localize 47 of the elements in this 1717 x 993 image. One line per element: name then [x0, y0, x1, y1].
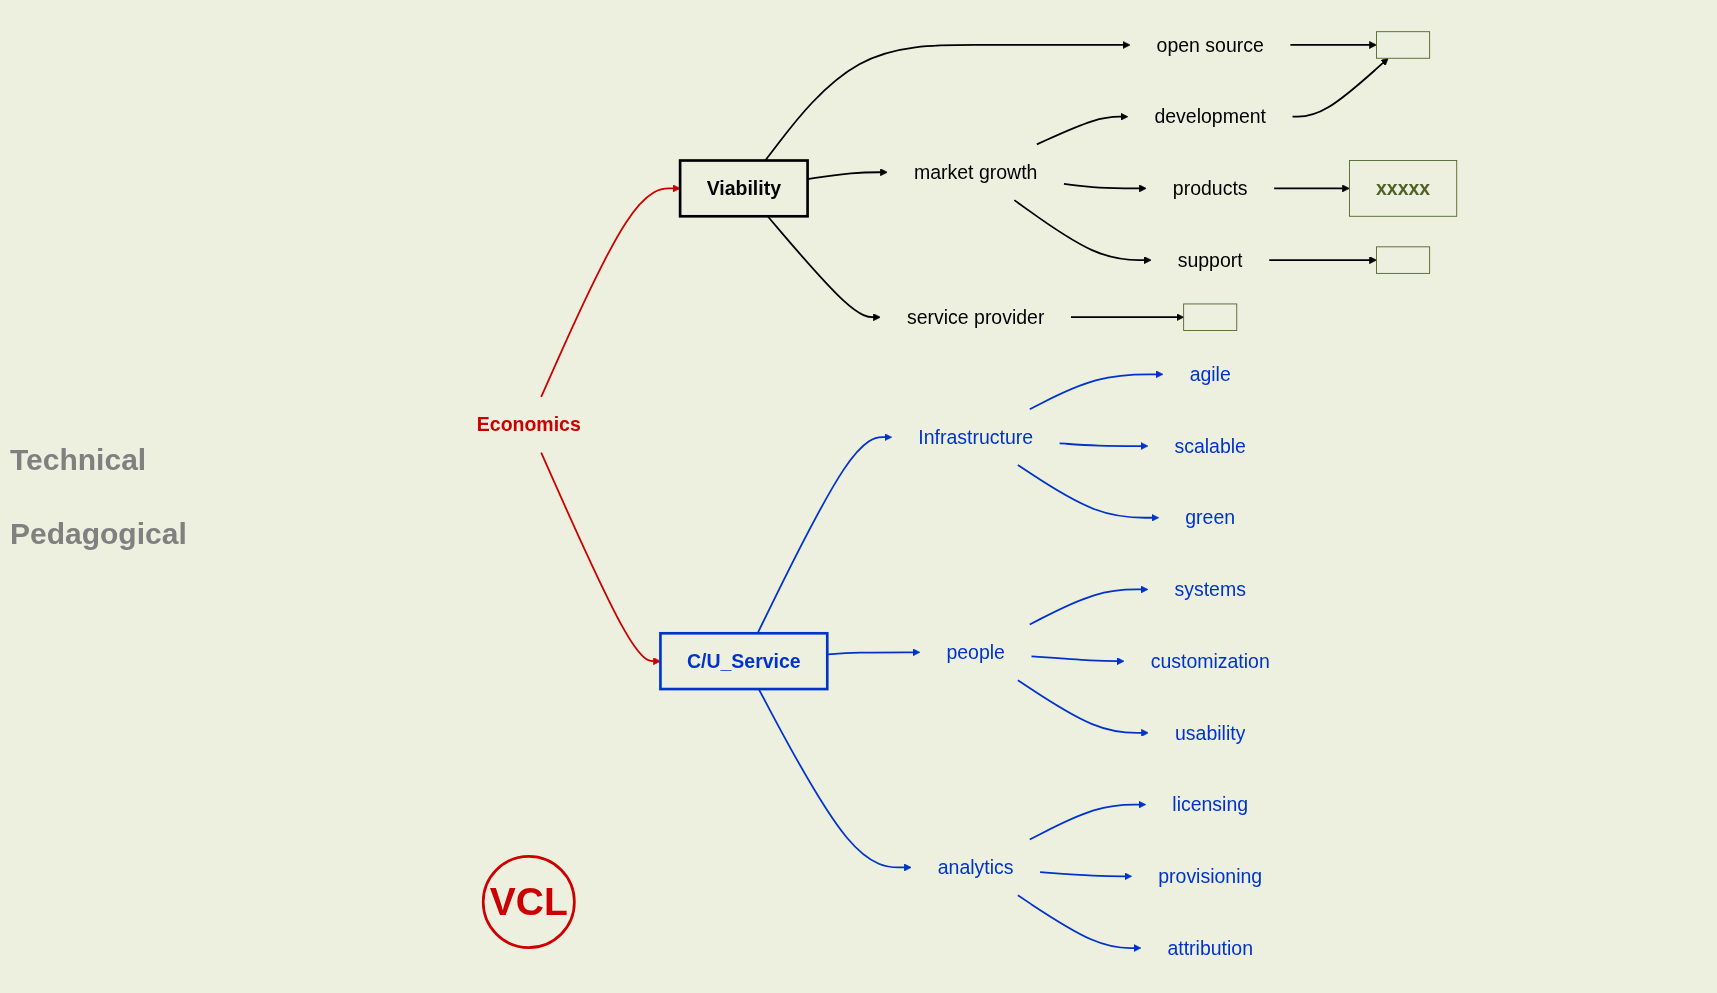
node-circle: VCL — [481, 855, 576, 949]
arrow — [1058, 442, 1149, 450]
node-text: Infrastructure — [918, 426, 1034, 449]
node-text: Economics — [476, 413, 581, 436]
side-label: Technical — [10, 442, 148, 477]
node-box: C/U_Service — [659, 631, 829, 691]
node-text: scalable — [1174, 434, 1246, 458]
node-box — [1376, 31, 1431, 59]
arrow — [1028, 585, 1149, 626]
arrow — [1016, 894, 1142, 952]
node-text: licensing — [1172, 793, 1249, 816]
node-text: agile — [1189, 363, 1231, 386]
arrow — [1291, 57, 1389, 118]
node-text: analytics — [937, 856, 1014, 879]
node-box — [1376, 246, 1431, 274]
arrow — [1028, 800, 1147, 841]
node-text: service provider — [906, 306, 1045, 329]
arrow — [1268, 256, 1377, 264]
arrow — [1016, 464, 1160, 522]
arrow — [540, 184, 681, 398]
arrow — [1289, 41, 1377, 49]
node-text: systems — [1174, 578, 1246, 601]
arrow — [1030, 655, 1125, 666]
node-text: open source — [1156, 33, 1264, 57]
side-label: Pedagogical — [10, 516, 188, 551]
node-text: usability — [1175, 721, 1246, 744]
node-text: green — [1185, 506, 1236, 529]
arrow — [540, 451, 661, 666]
node-box: Viability — [678, 159, 809, 218]
node-text: products — [1172, 177, 1248, 200]
node-text: customization — [1150, 650, 1270, 673]
node-text: support — [1177, 249, 1243, 272]
arrow — [1039, 871, 1132, 881]
node-box — [1183, 303, 1238, 331]
node-text: provisioning — [1158, 865, 1263, 888]
node-text: development — [1154, 105, 1266, 128]
arrow — [1063, 183, 1147, 193]
arrow — [1070, 313, 1184, 322]
arrow — [1028, 370, 1164, 411]
node-box: xxxxx — [1349, 160, 1458, 217]
node-text: attribution — [1167, 936, 1253, 960]
node-text: people — [946, 641, 1005, 664]
node-text: market growth — [913, 161, 1038, 184]
arrow — [1273, 184, 1350, 193]
arrow — [1013, 199, 1152, 264]
arrow — [1016, 679, 1149, 737]
arrow — [1035, 112, 1129, 146]
